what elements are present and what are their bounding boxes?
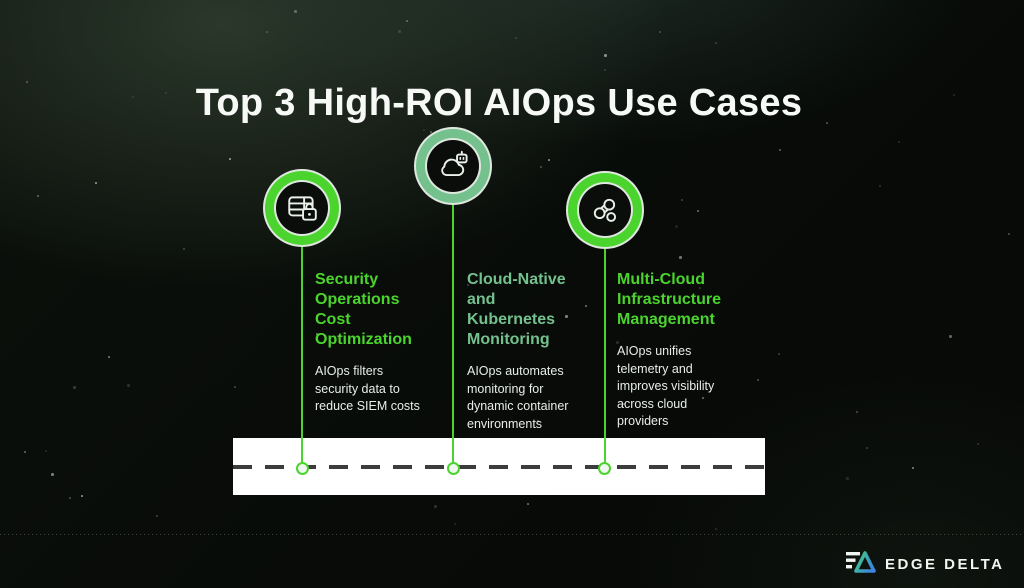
timeline-dashed-line bbox=[233, 464, 765, 469]
use-case-badge-multi-cloud bbox=[579, 184, 631, 236]
use-case-column-cloud-native: Cloud-Native and Kubernetes Monitoring A… bbox=[467, 270, 575, 433]
connector-line-multi-cloud bbox=[604, 249, 606, 468]
use-case-badge-security bbox=[276, 182, 328, 234]
use-case-column-multi-cloud: Multi-Cloud Infrastructure Management AI… bbox=[617, 270, 729, 431]
connector-line-security bbox=[301, 247, 303, 468]
use-case-description: AIOps filters security data to reduce SI… bbox=[315, 364, 420, 413]
use-case-badge-cloud-native bbox=[427, 140, 479, 192]
network-nodes-icon bbox=[588, 193, 622, 227]
dotted-separator bbox=[0, 534, 1024, 535]
use-case-column-security: Security Operations Cost Optimization AI… bbox=[315, 270, 429, 416]
database-lock-icon bbox=[285, 191, 319, 225]
use-case-description: AIOps automates monitoring for dynamic c… bbox=[467, 364, 569, 431]
use-case-heading: Cloud-Native and Kubernetes Monitoring bbox=[467, 271, 566, 348]
use-case-description: AIOps unifies telemetry and improves vis… bbox=[617, 344, 715, 428]
edge-delta-logo-icon bbox=[846, 549, 876, 580]
use-case-heading: Multi-Cloud Infrastructure Management bbox=[617, 271, 722, 328]
timeline-bar bbox=[233, 438, 765, 495]
brand-footer: EDGE DELTA bbox=[846, 549, 1004, 580]
page-title: Top 3 High-ROI AIOps Use Cases bbox=[195, 82, 803, 125]
use-case-heading: Security Operations Cost Optimization bbox=[315, 271, 412, 348]
timeline-node-multi-cloud bbox=[598, 462, 611, 475]
cloud-robot-icon bbox=[436, 149, 470, 183]
brand-name: EDGE DELTA bbox=[885, 556, 1005, 573]
connector-line-cloud-native bbox=[452, 205, 454, 468]
timeline-node-cloud-native bbox=[447, 462, 460, 475]
timeline-node-security bbox=[296, 462, 309, 475]
